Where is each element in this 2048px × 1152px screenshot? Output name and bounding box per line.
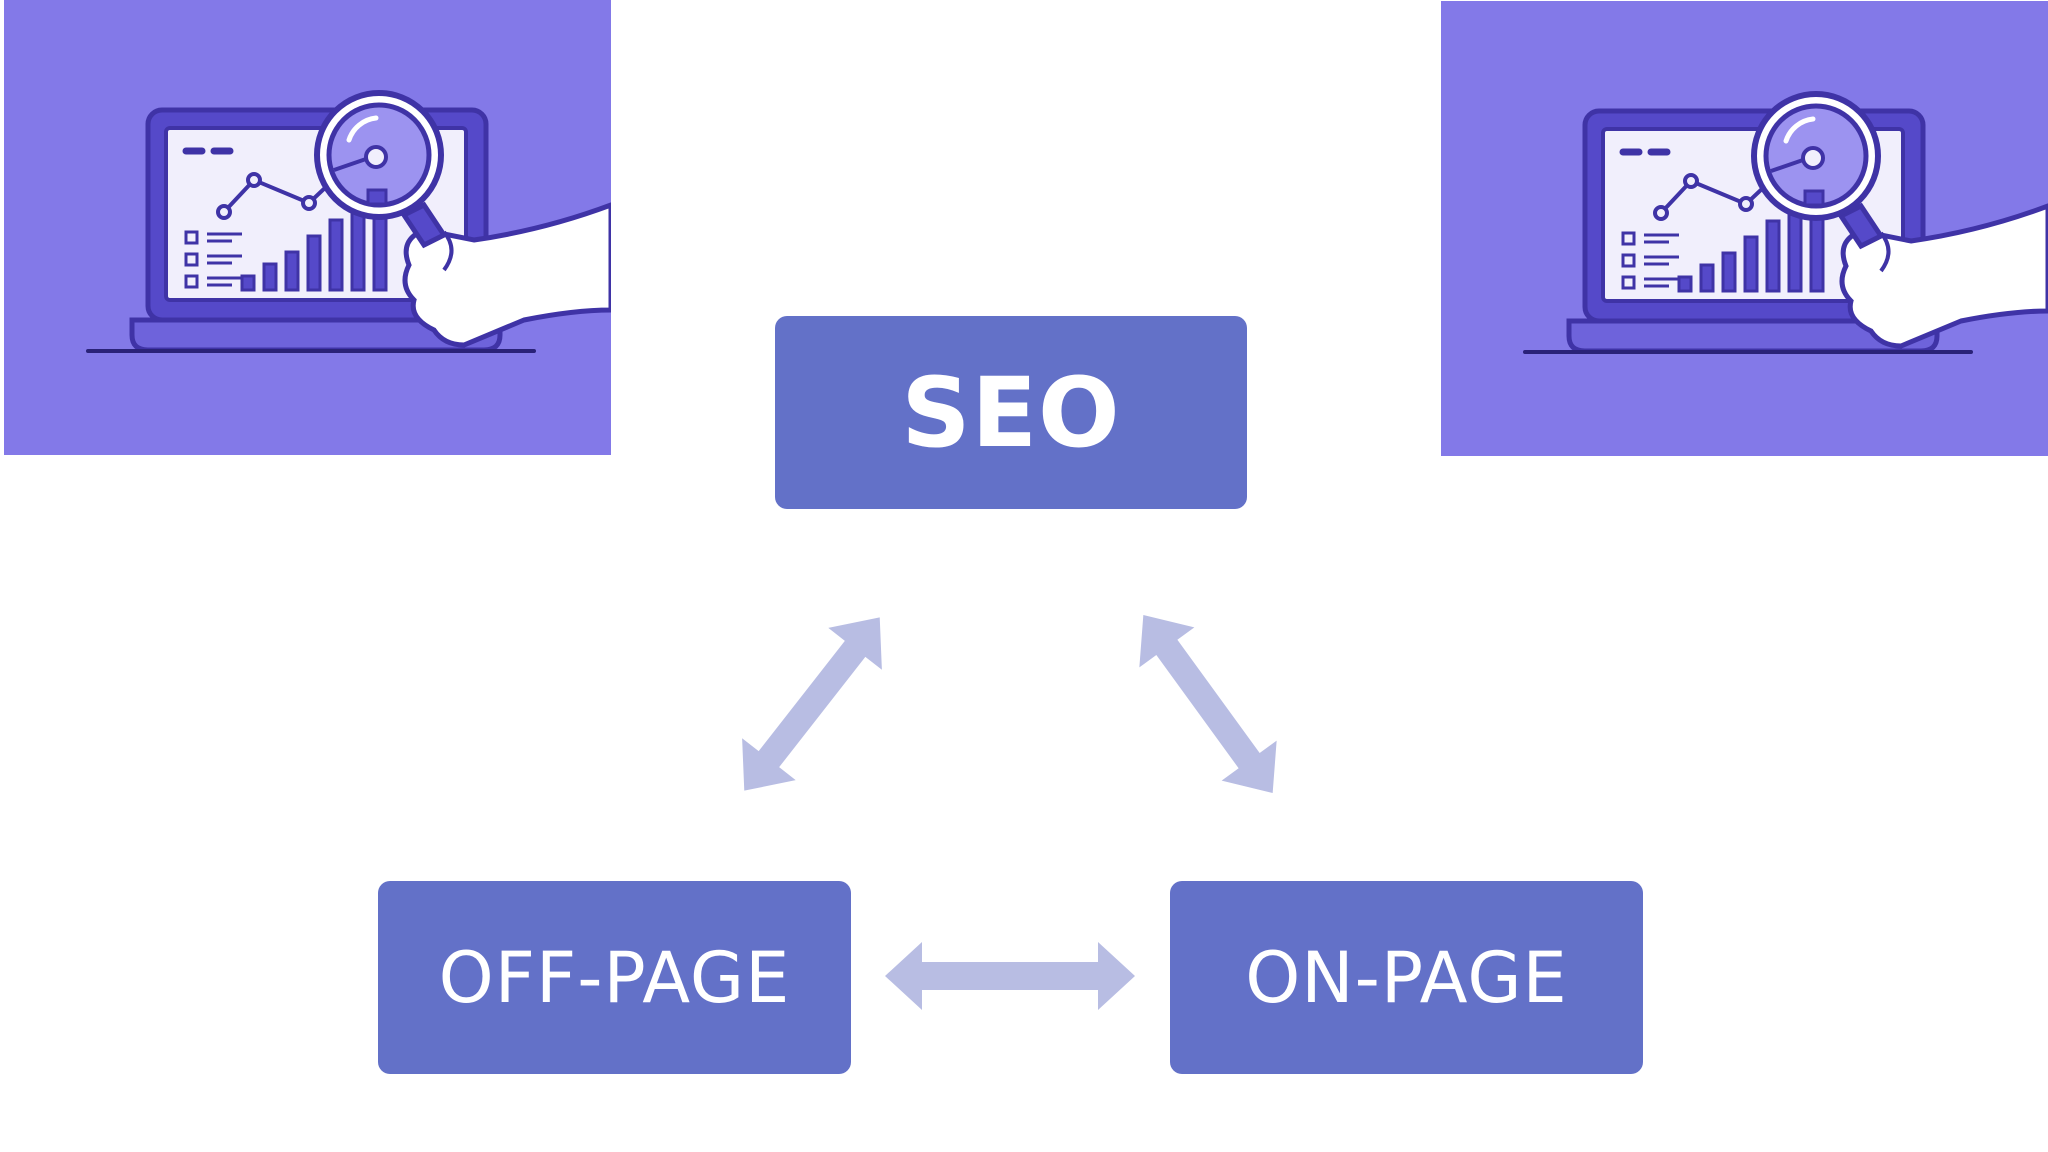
laptop-analytics-magnifier-icon bbox=[1441, 1, 2048, 456]
node-off-page-label: OFF-PAGE bbox=[438, 936, 791, 1019]
laptop-analytics-illustration-right bbox=[1441, 1, 2048, 456]
arrow-seo-offpage bbox=[742, 617, 882, 791]
arrow-offpage-onpage bbox=[885, 942, 1135, 1010]
node-on-page-label: ON-PAGE bbox=[1245, 936, 1568, 1019]
node-off-page: OFF-PAGE bbox=[378, 881, 851, 1074]
node-seo-label: SEO bbox=[901, 356, 1121, 469]
node-on-page: ON-PAGE bbox=[1170, 881, 1643, 1074]
node-seo: SEO bbox=[775, 316, 1247, 509]
laptop-analytics-illustration-left bbox=[4, 0, 611, 455]
arrow-seo-onpage bbox=[1139, 615, 1277, 793]
laptop-analytics-magnifier-icon bbox=[4, 0, 611, 455]
